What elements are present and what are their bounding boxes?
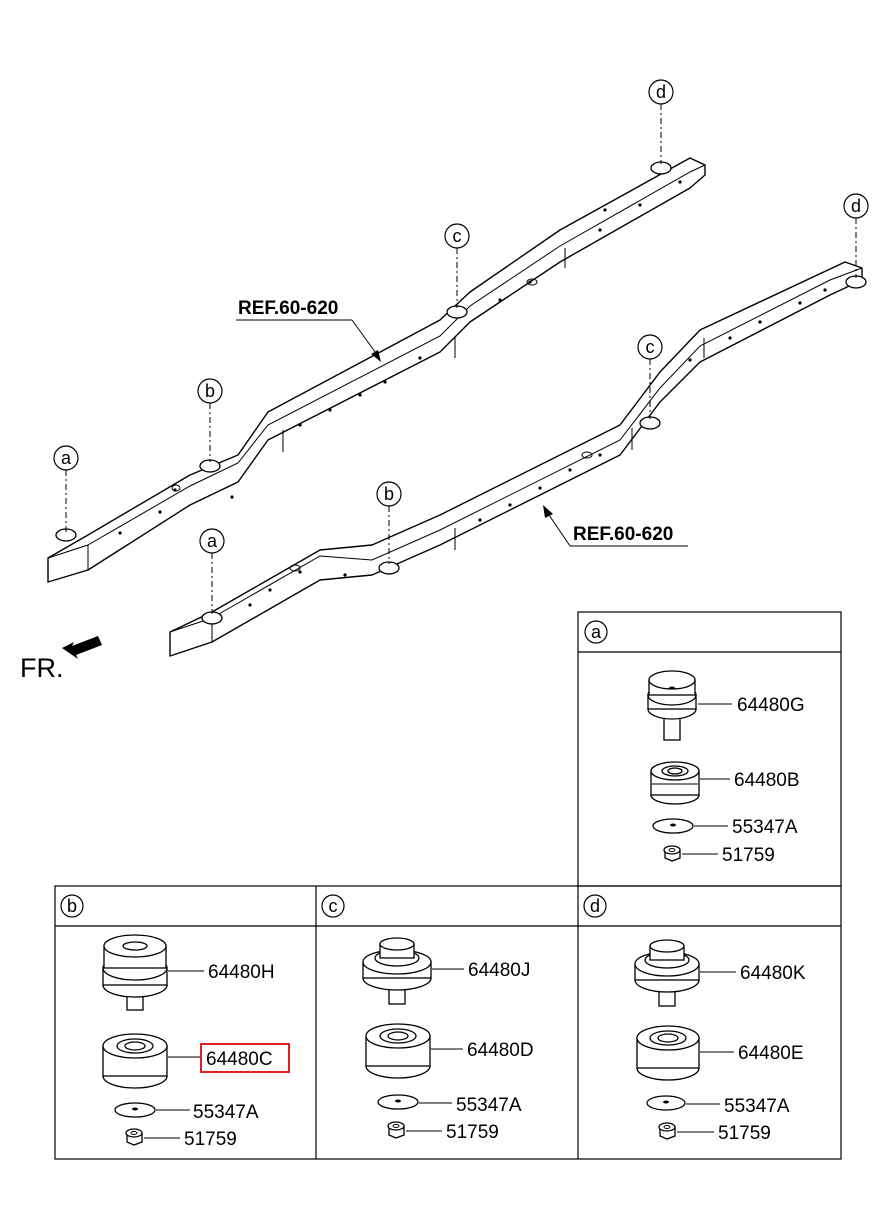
reference-label-1: REF.60-620 [236,298,381,362]
part-number: 55347A [732,817,798,838]
box-c: c 64480J 64480D [321,894,534,1143]
part-number: 51759 [722,845,775,866]
part-number: 51759 [446,1122,499,1143]
nut-icon [658,1122,676,1140]
callout-a-left: a [53,445,79,532]
part-number-highlighted: 64480C [206,1049,273,1070]
part-64480C-icon [102,1033,168,1089]
part-64480K-icon [634,939,700,1007]
part-number: 64480D [467,1040,534,1061]
box-key: c [329,896,338,916]
part-64480G-icon [647,670,697,741]
washer-icon [652,818,694,834]
reference-text: REF.60-620 [238,298,338,319]
box-key: b [67,896,77,916]
mount-callouts: a b c d a b c [53,79,869,614]
callout-c-right: c [637,334,663,419]
front-arrow-icon [62,636,102,659]
callout-label: d [851,196,861,216]
callout-label: a [207,531,218,551]
part-number: 51759 [718,1123,771,1144]
part-64480H-icon [102,934,168,1011]
box-grid [54,885,842,1160]
front-label: FR. [20,653,64,683]
box-d: d 64480K 64480E [583,894,806,1144]
washer-icon [646,1095,686,1111]
highlight-box [200,1043,290,1073]
frame-rail-right [169,261,867,657]
washer-icon [114,1102,156,1118]
callout-label: c [646,337,655,357]
box-a: a 64480G 64480B [577,611,842,887]
part-number: 55347A [456,1095,522,1116]
callout-label: d [656,82,666,102]
part-number: 64480B [734,770,800,791]
callout-label: b [384,484,394,504]
part-number: 64480G [737,695,805,716]
front-indicator: FR. [20,636,102,683]
callout-c-left: c [444,223,470,308]
callout-d-right: d [843,193,869,278]
callout-label: a [61,448,72,468]
washer-icon [377,1094,419,1110]
part-number: 64480J [468,960,530,981]
reference-label-2: REF.60-620 [543,505,688,547]
callout-a-right: a [199,528,225,614]
part-64480J-icon [362,937,432,1005]
part-number: 55347A [193,1102,259,1123]
nut-icon [125,1128,143,1146]
part-64480B-icon [650,761,700,805]
part-number: 64480H [208,962,275,983]
part-number: 64480K [740,963,806,984]
part-64480E-icon [636,1025,700,1081]
part-number: 51759 [184,1129,237,1150]
part-number: 64480E [738,1043,804,1064]
callout-b-right: b [376,481,402,564]
callout-b-left: b [197,378,223,462]
frame-rail-left [47,157,706,583]
callout-label: b [205,381,215,401]
part-64480D-icon [365,1023,431,1079]
part-number: 55347A [724,1096,790,1117]
nut-icon [387,1121,405,1139]
nut-icon [663,845,681,862]
callout-d-left: d [648,79,674,164]
box-key: d [590,896,600,916]
box-b: b 64480H 64480C [60,894,290,1150]
box-key: a [591,622,602,642]
reference-text: REF.60-620 [573,524,673,545]
callout-label: c [453,226,462,246]
